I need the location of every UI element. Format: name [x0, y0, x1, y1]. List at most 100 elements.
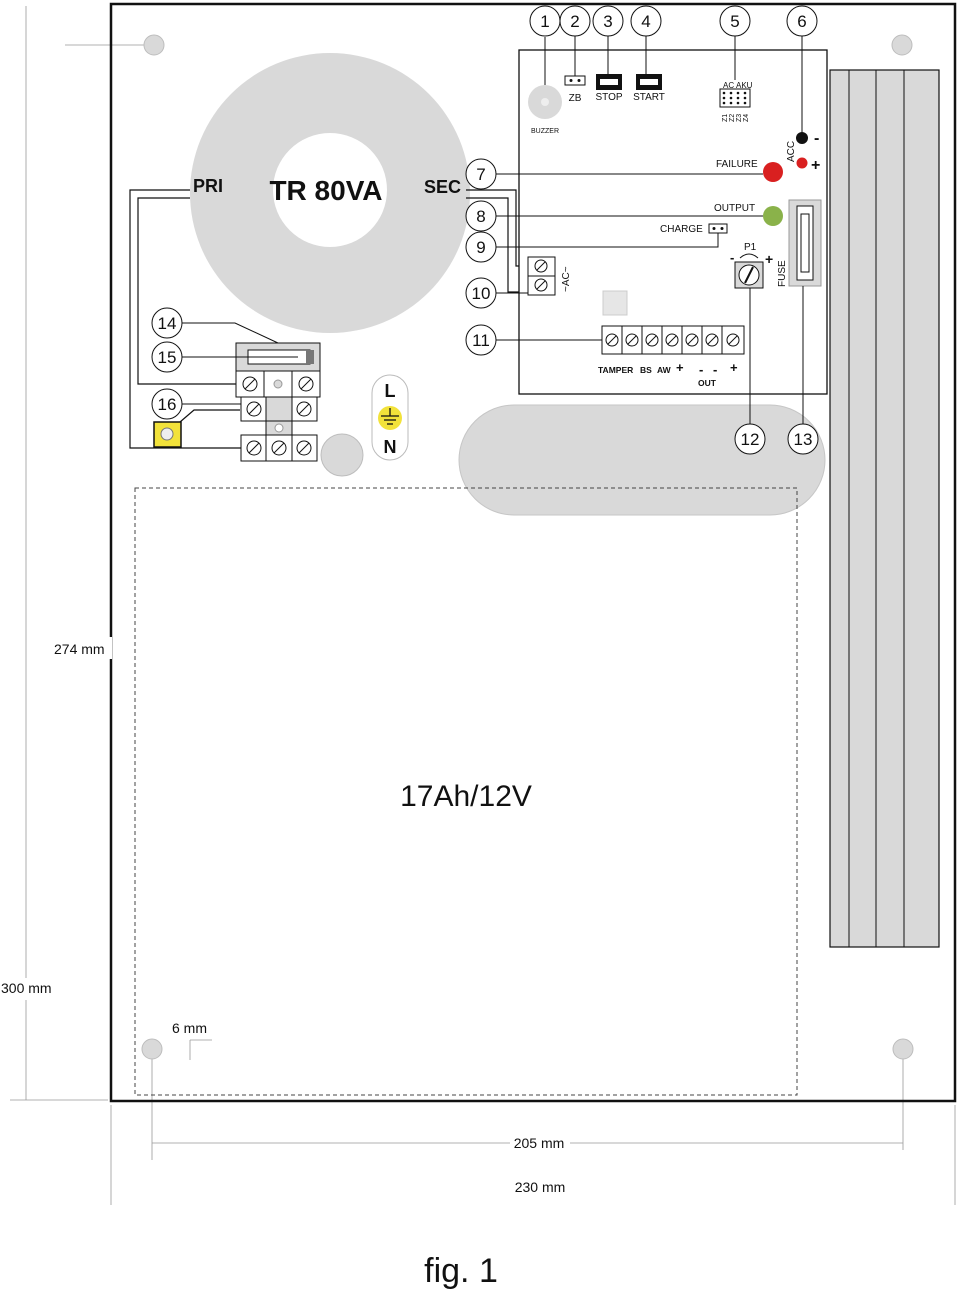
board-fuse: FUSE: [777, 199, 822, 287]
svg-text:15: 15: [158, 348, 177, 367]
p1-potentiometer: P1 - +: [730, 242, 773, 289]
enclosure-outline: [109, 2, 957, 1103]
transformer-title: TR 80VA: [269, 175, 382, 206]
acc-minus-terminal: [796, 132, 808, 144]
mains-polarity-badge: L N: [371, 374, 409, 461]
dimension-6mm: 6 mm: [172, 1020, 207, 1036]
mounting-hole-bottom-left: [141, 1038, 163, 1060]
callout-4: 4: [630, 5, 662, 37]
svg-text:2: 2: [570, 12, 579, 31]
battery-area: [134, 487, 798, 1096]
z1-label: Z1: [722, 114, 729, 122]
bs-label: BS: [640, 365, 652, 375]
svg-text:10: 10: [472, 284, 491, 303]
ac-terminal-block: ~AC~: [527, 256, 572, 296]
out-label: OUT: [698, 378, 717, 388]
dimension-300mm: 300 mm: [1, 980, 52, 996]
callout-3: 3: [592, 5, 624, 37]
stop-switch: STOP: [595, 74, 623, 103]
earth-icon: [378, 406, 402, 430]
p1-plus-label: +: [765, 251, 773, 267]
callout-7: 7: [465, 158, 497, 190]
p1-label: P1: [744, 242, 757, 253]
board-component: [602, 290, 628, 316]
callout-12: 12: [734, 423, 766, 455]
heat-sink: [829, 69, 940, 948]
battery-label: 17Ah/12V: [400, 780, 532, 813]
output-label: OUTPUT: [714, 203, 755, 214]
aku-label: AKU: [736, 81, 753, 90]
start-switch: START: [633, 74, 665, 103]
svg-text:4: 4: [641, 12, 650, 31]
earth-terminal: [153, 421, 182, 448]
dimension-274mm: 274 mm: [54, 641, 105, 657]
callout-leaders: [180, 36, 804, 424]
svg-text:8: 8: [476, 207, 485, 226]
tamper-label: TAMPER: [598, 365, 633, 375]
mains-terminal-block: [240, 396, 318, 462]
out-plus-2-label: +: [730, 360, 738, 375]
out-minus-1-label: -: [699, 362, 703, 377]
neutral-label: N: [384, 437, 397, 457]
figure-caption: fig. 1: [424, 1252, 498, 1290]
callout-6: 6: [786, 5, 818, 37]
svg-text:3: 3: [603, 12, 612, 31]
acc-plus-label: +: [811, 157, 820, 174]
callout-13: 13: [787, 423, 819, 455]
callout-2: 2: [559, 5, 591, 37]
callout-16: 16: [151, 388, 183, 420]
callout-8: 8: [465, 200, 497, 232]
out-minus-2-label: -: [713, 362, 717, 377]
callout-5: 5: [719, 5, 751, 37]
svg-text:11: 11: [472, 331, 490, 350]
mounting-hole-top-left: [143, 34, 165, 56]
mounting-holes: [141, 34, 914, 1060]
cable-entry: [320, 433, 364, 477]
buzzer: BUZZER: [528, 85, 562, 135]
mounting-hole-bottom-right: [892, 1038, 914, 1060]
output-led: [763, 206, 783, 226]
svg-text:7: 7: [476, 165, 485, 184]
stop-label: STOP: [595, 92, 622, 103]
dimension-230mm: 230 mm: [515, 1179, 566, 1195]
failure-led: [763, 162, 783, 182]
acc-minus-label: -: [814, 130, 819, 147]
ac-label: AC: [723, 81, 734, 90]
svg-text:9: 9: [476, 238, 485, 257]
p1-minus-label: -: [730, 250, 734, 265]
callout-15: 15: [151, 341, 183, 373]
svg-text:6: 6: [797, 12, 806, 31]
acc-plus-terminal: [796, 157, 808, 169]
callout-14: 14: [151, 307, 183, 339]
acc-label: ACC: [786, 141, 797, 162]
mounting-hole-top-right: [891, 34, 913, 56]
svg-text:13: 13: [794, 430, 813, 449]
buzzer-label: BUZZER: [531, 128, 559, 135]
start-label: START: [633, 92, 665, 103]
svg-text:16: 16: [158, 395, 177, 414]
callout-1: 1: [529, 5, 561, 37]
aw-label: AW: [657, 365, 672, 375]
callouts: 1 2 3 4 5 6 7 8 9 10 11 12 13 14 15 16: [151, 5, 819, 455]
mains-fuse-holder: [235, 342, 321, 398]
transformer-primary-label: PRI: [193, 176, 223, 196]
z3-label: Z3: [736, 114, 743, 122]
svg-text:12: 12: [741, 430, 760, 449]
z4-label: Z4: [743, 114, 750, 122]
zb-label: ZB: [569, 93, 582, 104]
transformer: TR 80VA PRI SEC: [190, 53, 470, 333]
svg-text:1: 1: [540, 12, 549, 31]
failure-label: FAILURE: [716, 159, 758, 170]
svg-text:14: 14: [158, 314, 177, 333]
dimension-205mm: 205 mm: [514, 1135, 565, 1151]
fuse-label: FUSE: [777, 260, 788, 287]
ac-terminal-label: ~AC~: [561, 266, 572, 292]
svg-text:5: 5: [730, 12, 739, 31]
ac-aku-jumpers: AC AKU Z1 Z2 Z3 Z4: [719, 81, 753, 122]
output-terminal-strip: TAMPER BS AW + - - + OUT: [598, 325, 745, 388]
out-plus-1-label: +: [676, 360, 684, 375]
charge-jumper: CHARGE: [660, 223, 728, 235]
transformer-secondary-label: SEC: [424, 177, 461, 197]
z2-label: Z2: [729, 114, 736, 122]
callout-11: 11: [465, 324, 497, 356]
